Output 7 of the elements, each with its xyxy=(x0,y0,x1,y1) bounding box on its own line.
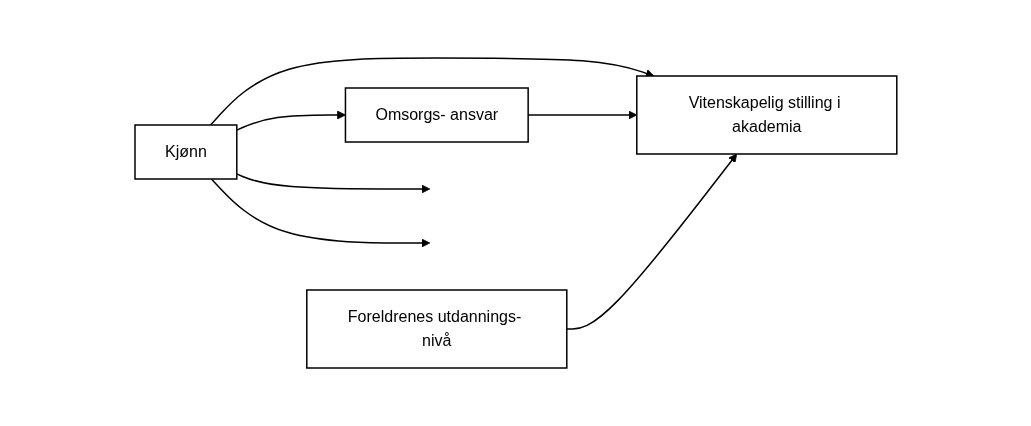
arrow xyxy=(527,110,637,120)
node-box: Kjønn xyxy=(133,124,238,180)
arrow xyxy=(209,57,654,126)
node-box: Foreldrenes utdannings- nivå xyxy=(305,289,568,369)
arrow xyxy=(210,178,430,248)
node-box: Vitenskapelig stilling i akademia xyxy=(635,75,898,155)
node-box: Omsorgs- ansvar xyxy=(344,87,529,143)
